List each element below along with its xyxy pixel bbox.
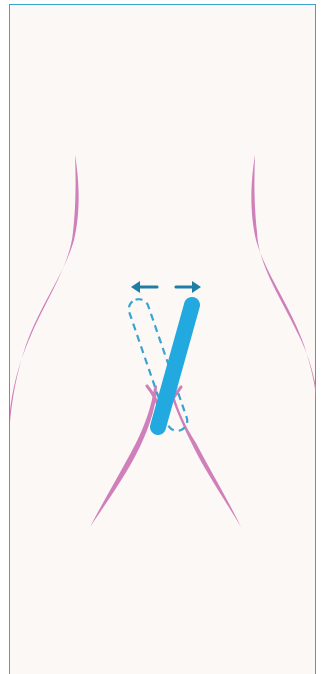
applicator-current-position	[158, 305, 192, 427]
body-outline-left-waist	[10, 155, 79, 422]
arrow-right-icon	[176, 281, 201, 293]
arrow-left-icon	[131, 281, 157, 293]
body-outline-right-thigh	[168, 385, 241, 527]
body-outline-left-thigh	[90, 385, 157, 527]
body-outline-right-waist	[251, 155, 316, 398]
